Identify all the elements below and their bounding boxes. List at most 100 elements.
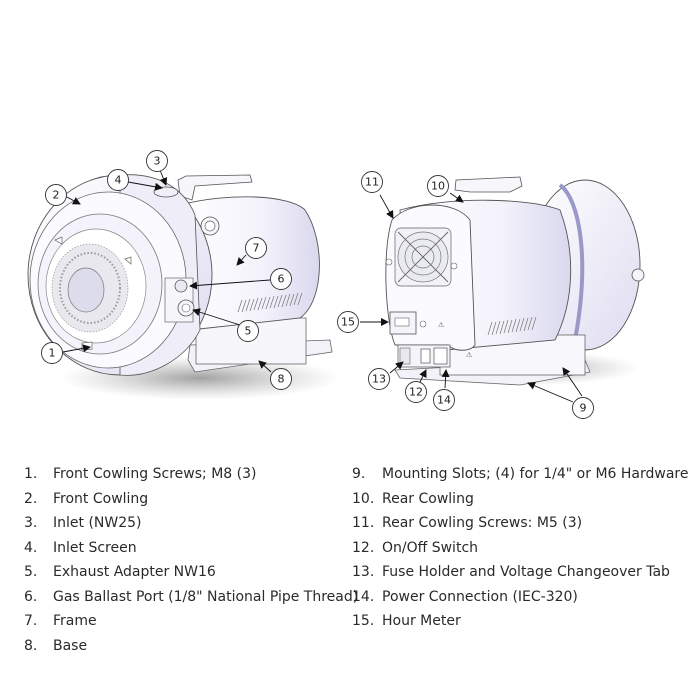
legend-number: 12.: [352, 539, 375, 556]
legend-label: Inlet Screen: [53, 539, 137, 556]
cowling-screw-left: [54, 236, 63, 245]
rear-view-cowl-rim: [558, 183, 585, 341]
fan-guard-cross-2: [397, 231, 449, 283]
legend-item-10: 10. Rear Cowling: [352, 487, 688, 512]
callout-15: 15: [337, 311, 359, 333]
fuse-holder: [399, 347, 411, 365]
legend-label: On/Off Switch: [382, 539, 479, 556]
svg-text:15: 15: [341, 316, 355, 329]
exhaust-adapter-inner: [181, 303, 191, 313]
legend-item-5: 5. Exhaust Adapter NW16: [24, 560, 358, 585]
legend-number: 11.: [352, 515, 375, 531]
rear-pump-vents: [487, 316, 537, 336]
svg-text:14: 14: [437, 394, 451, 407]
legend-item-11: 11. Rear Cowling Screws: M5 (3): [352, 511, 688, 536]
legend-item-3: 3.Inlet (NW25): [24, 511, 358, 536]
leader-7: [236, 254, 247, 266]
rear-pump-handle: [454, 176, 523, 193]
legend-number: 14.: [352, 588, 375, 605]
svg-text:8: 8: [278, 373, 285, 386]
callout-3: 3: [146, 150, 168, 172]
svg-text:10: 10: [431, 180, 445, 193]
legend-label: Exhaust Adapter NW16: [53, 564, 216, 580]
svg-text:13: 13: [372, 373, 386, 386]
leader-9a: [527, 382, 574, 403]
cowling-screw-bottom: [81, 341, 93, 351]
inlet-port: [153, 186, 179, 198]
callout-4: 4: [107, 169, 129, 191]
svg-text:6: 6: [278, 273, 285, 286]
warning-symbol-1: ⚠: [438, 321, 445, 329]
inlet-screen-center: [67, 267, 105, 313]
legend-label: Gas Ballast Port (1/8" National Pipe Thr…: [53, 588, 359, 605]
inlet-screen-mesh-2: [59, 252, 121, 324]
front-view-pump: [27, 174, 340, 400]
on-off-switch: [420, 348, 431, 364]
svg-text:3: 3: [154, 155, 161, 168]
legend-number: 4.: [24, 539, 38, 556]
legend-label: Power Connection (IEC-320): [382, 588, 578, 605]
indicator-knob: [419, 320, 427, 328]
legend-item-12: 12. On/Off Switch: [352, 536, 688, 561]
leader-3: [159, 169, 168, 186]
legend-label: Frame: [53, 613, 97, 629]
legend-label: Front Cowling: [53, 490, 149, 507]
power-connection: [433, 347, 448, 365]
legend-item-1: 1. Front Cowling Screws; M8 (3): [24, 462, 358, 487]
leader-13: [389, 361, 404, 374]
callout-leaders: [62, 169, 583, 403]
leader-9b: [562, 367, 583, 397]
fan-grill-3: [411, 245, 435, 269]
legend-label: Hour Meter: [382, 613, 461, 629]
legend-left-column: 1. Front Cowling Screws; M8 (3) 2. Front C…: [24, 462, 358, 658]
pump-diagram: ⚠ ⚠ 1 2 3 4 5 6 7 8 9 10 11: [27, 150, 645, 419]
leader-6: [189, 279, 271, 290]
legend-number: 2.: [24, 490, 38, 507]
callout-12: 12: [405, 381, 427, 403]
legend-number: 10.: [352, 490, 375, 507]
hour-meter-display: [394, 317, 410, 327]
gas-ballast-port: [174, 279, 188, 293]
rear-view-pump: ⚠ ⚠: [385, 176, 645, 386]
legend-label: Inlet (NW25): [53, 515, 142, 531]
callout-2: 2: [45, 184, 67, 206]
leader-5: [192, 308, 241, 326]
leader-8: [258, 360, 272, 373]
legend-label: Front Cowling Screws; M8 (3): [53, 466, 257, 482]
legend-label: Mounting Slots; (4) for 1/4" or M6 Hardw…: [382, 466, 689, 482]
legend-label: Rear Cowling Screws: M5 (3): [382, 515, 583, 531]
callout-1: 1: [41, 342, 63, 364]
legend-label: Fuse Holder and Voltage Changeover Tab: [382, 564, 670, 580]
legend-item-14: 14. Power Connection (IEC-320): [352, 585, 688, 610]
legend-number: 1.: [24, 466, 38, 482]
callout-14: 14: [433, 389, 455, 411]
legend-number: 6.: [24, 588, 38, 605]
svg-text:11: 11: [365, 176, 379, 189]
front-pump-handle: [177, 174, 253, 201]
leader-1: [62, 344, 91, 353]
callout-7: 7: [245, 237, 267, 259]
legend-number: 9.: [352, 466, 366, 482]
svg-text:5: 5: [245, 325, 252, 338]
legend-label: Base: [53, 637, 88, 654]
legend-number: 13.: [352, 564, 375, 580]
side-bolt-inner: [204, 220, 216, 232]
legend-item-8: 8. Base: [24, 634, 358, 659]
callout-8: 8: [270, 368, 292, 390]
cowling-screw-right: [124, 256, 132, 265]
legend-number: 7.: [24, 613, 38, 629]
legend-right-column: 9. Mounting Slots; (4) for 1/4" or M6 Har…: [352, 462, 688, 634]
fan-grill-2: [404, 238, 442, 276]
legend-number: 5.: [24, 564, 38, 580]
warning-symbol-2: ⚠: [466, 351, 473, 359]
legend-label: Rear Cowling: [382, 490, 474, 507]
svg-text:1: 1: [49, 347, 56, 360]
legend-item-9: 9. Mounting Slots; (4) for 1/4" or M6 Har…: [352, 462, 688, 487]
leader-12: [419, 369, 427, 383]
legend-number: 8.: [24, 637, 38, 654]
rear-view-side-port: [631, 268, 645, 282]
rear-cowling-screw-right: [450, 262, 458, 270]
legend-item-7: 7. Frame: [24, 609, 358, 634]
leader-4: [127, 181, 163, 191]
leader-14: [441, 369, 450, 389]
